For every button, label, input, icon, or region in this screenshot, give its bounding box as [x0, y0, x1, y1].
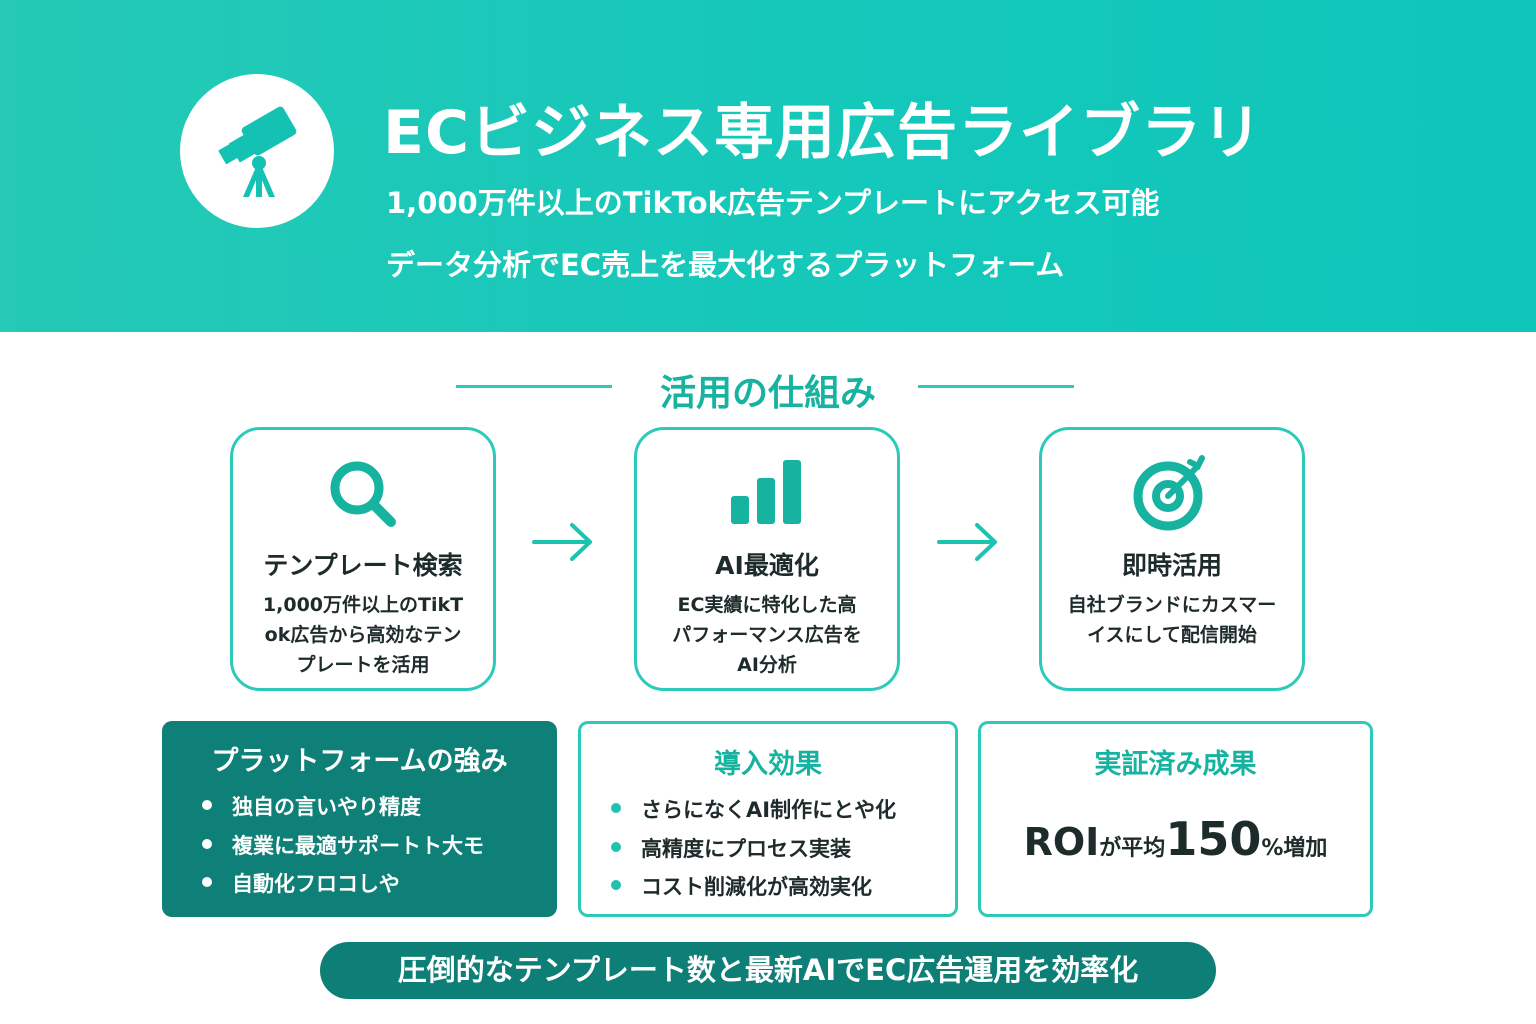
logo	[180, 74, 334, 228]
step-card-use: 即時活用 自社ブランドにカスマーイスにして配信開始	[1039, 427, 1305, 691]
search-icon	[330, 461, 396, 527]
list-item: 独自の言いやり精度	[202, 791, 484, 830]
list-item: コスト削減化が高効実化	[611, 871, 896, 910]
roi-stat: ROIが平均150%増加	[1023, 812, 1328, 866]
box-title: 導入効果	[714, 749, 822, 780]
list-item: 複業に最適サポートト大モ	[202, 830, 484, 869]
box-title: 実証済み成果	[1094, 749, 1257, 780]
subtitle: データ分析でEC売上を最大化するプラットフォーム	[386, 248, 1065, 282]
strengths-box: プラットフォームの強み 独自の言いやり精度複業に最適サポートト大モ自動化フロコし…	[162, 721, 557, 917]
bar-chart-icon	[731, 460, 801, 524]
divider	[456, 385, 612, 388]
divider	[918, 385, 1074, 388]
page-title: ECビジネス専用広告ライブラリ	[383, 98, 1264, 168]
list-item: 高精度にプロセス実装	[611, 833, 896, 872]
section-title: 活用の仕組み	[659, 373, 876, 414]
step-title: テンプレート検索	[263, 551, 463, 580]
step-title: AI最適化	[715, 551, 819, 580]
header: ECビジネス専用広告ライブラリ 1,000万件以上のTikTok広告テンプレート…	[0, 0, 1536, 332]
target-icon	[1133, 455, 1205, 531]
results-box: 実証済み成果 ROIが平均150%増加	[978, 721, 1373, 917]
telescope-icon	[218, 106, 297, 197]
step-title: 即時活用	[1121, 551, 1222, 580]
list-item: さらになくAI制作にとや化	[611, 794, 896, 833]
subtitle: 1,000万件以上のTikTok広告テンプレートにアクセス可能	[386, 186, 1160, 220]
summary-banner: 圧倒的なテンプレート数と最新AIでEC広告運用を効率化	[320, 942, 1216, 999]
arrow-right-icon	[532, 523, 592, 561]
list-item: 自動化フロコしや	[202, 868, 484, 907]
effects-box: 導入効果 さらになくAI制作にとや化高精度にプロセス実装コスト削減化が高効実化	[578, 721, 958, 917]
box-title: プラットフォームの強み	[211, 746, 508, 777]
arrow-right-icon	[937, 523, 997, 561]
step-desc: 自社ブランドにカスマーイスにして配信開始	[1067, 594, 1277, 646]
